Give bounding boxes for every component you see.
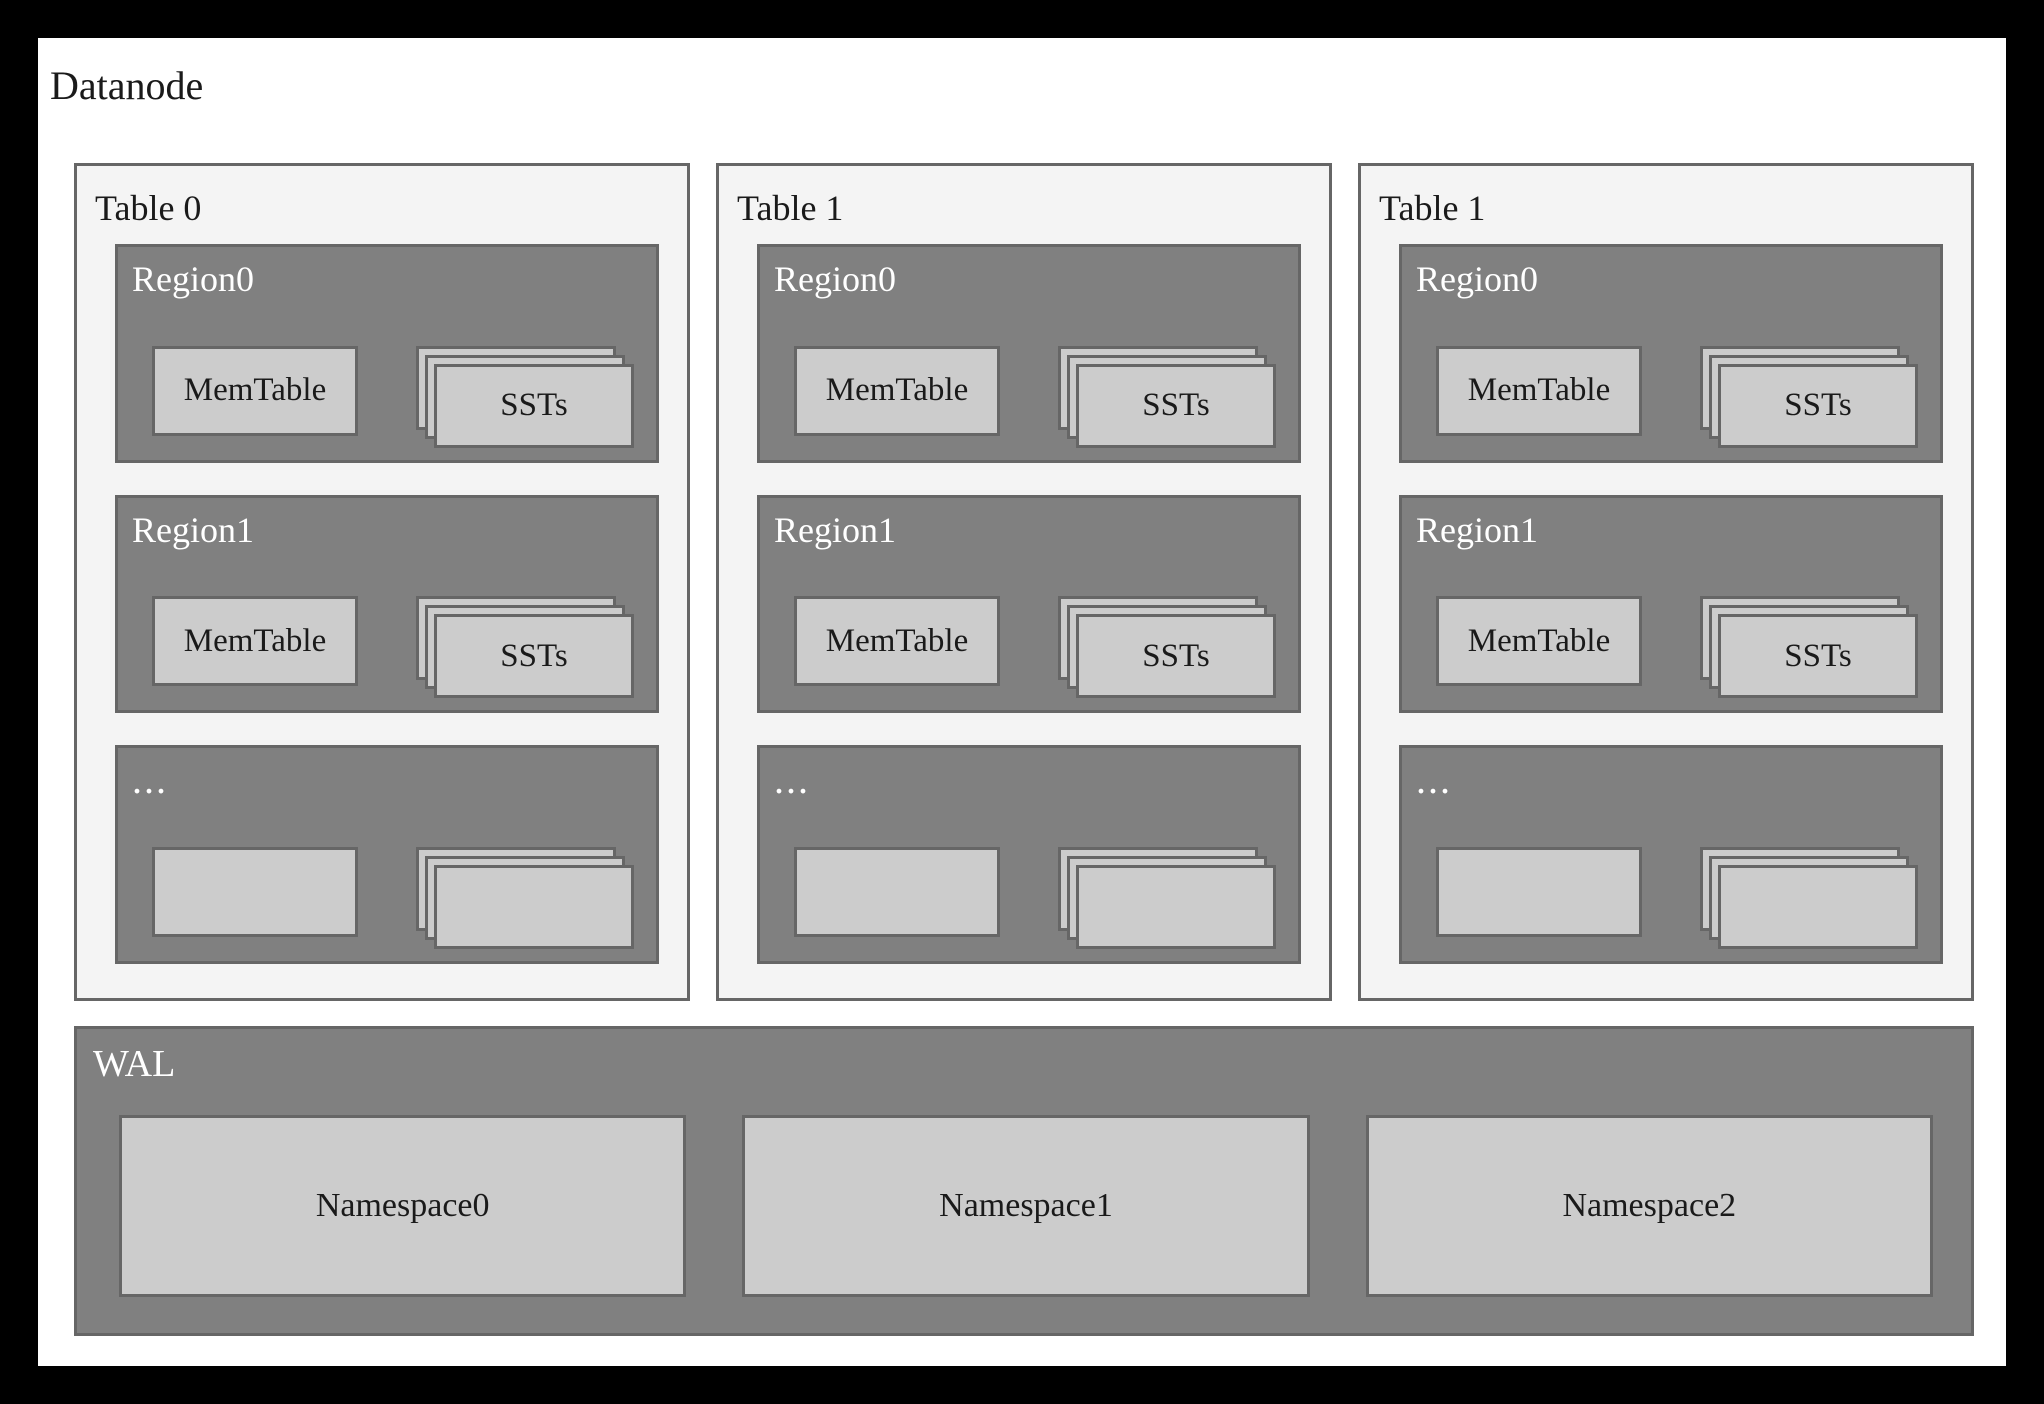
wal-label: WAL — [93, 1043, 176, 1085]
region-label: Region0 — [774, 259, 896, 299]
region-body: MemTable SSTs — [794, 345, 1276, 448]
sst-stack: SSTs — [1700, 596, 1918, 700]
region-ellipsis: ... — [1399, 745, 1943, 965]
memtable-box — [794, 847, 1000, 938]
region-label: Region1 — [132, 509, 254, 550]
wal-container: WAL Namespace0 Namespace1 Namespace2 — [74, 1026, 1974, 1336]
sst-box — [1718, 865, 1918, 950]
memtable-box: MemTable — [794, 345, 1000, 436]
region-label: Region0 — [1416, 259, 1538, 299]
table-label: Table 1 — [1379, 188, 1486, 228]
region-body: MemTable SSTs — [794, 596, 1276, 699]
namespace-list: Namespace0 Namespace1 Namespace2 — [119, 1115, 1933, 1297]
sst-box: SSTs — [1076, 614, 1276, 699]
region-ellipsis: ... — [757, 745, 1301, 965]
memtable-box: MemTable — [152, 596, 358, 687]
page-title: Datanode — [50, 63, 204, 108]
memtable-box: MemTable — [152, 345, 358, 436]
sst-stack: SSTs — [1700, 345, 1918, 450]
sst-stack: SSTs — [1058, 596, 1276, 700]
sst-box: SSTs — [1718, 614, 1918, 699]
sst-box: SSTs — [434, 614, 634, 699]
region-body: MemTable SSTs — [152, 345, 634, 448]
sst-stack — [1700, 847, 1918, 951]
region-label: Region0 — [132, 259, 254, 299]
sst-stack — [416, 847, 634, 951]
sst-stack — [1058, 847, 1276, 951]
sst-box — [1076, 865, 1276, 950]
sst-box — [434, 865, 634, 950]
region-body — [1436, 847, 1918, 950]
region-body: MemTable SSTs — [1436, 345, 1918, 448]
region-ellipsis-label: ... — [774, 757, 810, 803]
table-label: Table 1 — [737, 188, 844, 228]
sst-stack: SSTs — [416, 596, 634, 700]
namespace-box: Namespace1 — [742, 1115, 1310, 1297]
sst-box: SSTs — [434, 363, 634, 448]
region-ellipsis-label: ... — [132, 757, 168, 803]
table-label: Table 0 — [95, 188, 202, 228]
region-body — [794, 847, 1276, 950]
namespace-box: Namespace0 — [119, 1115, 687, 1297]
namespace-box: Namespace2 — [1365, 1115, 1933, 1297]
sst-box: SSTs — [1718, 363, 1918, 448]
sst-box: SSTs — [1076, 363, 1276, 448]
region-body: MemTable SSTs — [1436, 596, 1918, 699]
memtable-box: MemTable — [794, 596, 1000, 687]
region-body — [152, 847, 634, 950]
memtable-box — [1436, 847, 1642, 938]
region-body: MemTable SSTs — [152, 596, 634, 699]
sst-stack: SSTs — [1058, 345, 1276, 450]
memtable-box — [152, 847, 358, 938]
region-ellipsis: ... — [115, 745, 659, 965]
memtable-box: MemTable — [1436, 596, 1642, 687]
sst-stack: SSTs — [416, 345, 634, 450]
region-label: Region1 — [1416, 509, 1538, 550]
region-label: Region1 — [774, 509, 896, 550]
region-ellipsis-label: ... — [1416, 757, 1452, 803]
memtable-box: MemTable — [1436, 345, 1642, 436]
